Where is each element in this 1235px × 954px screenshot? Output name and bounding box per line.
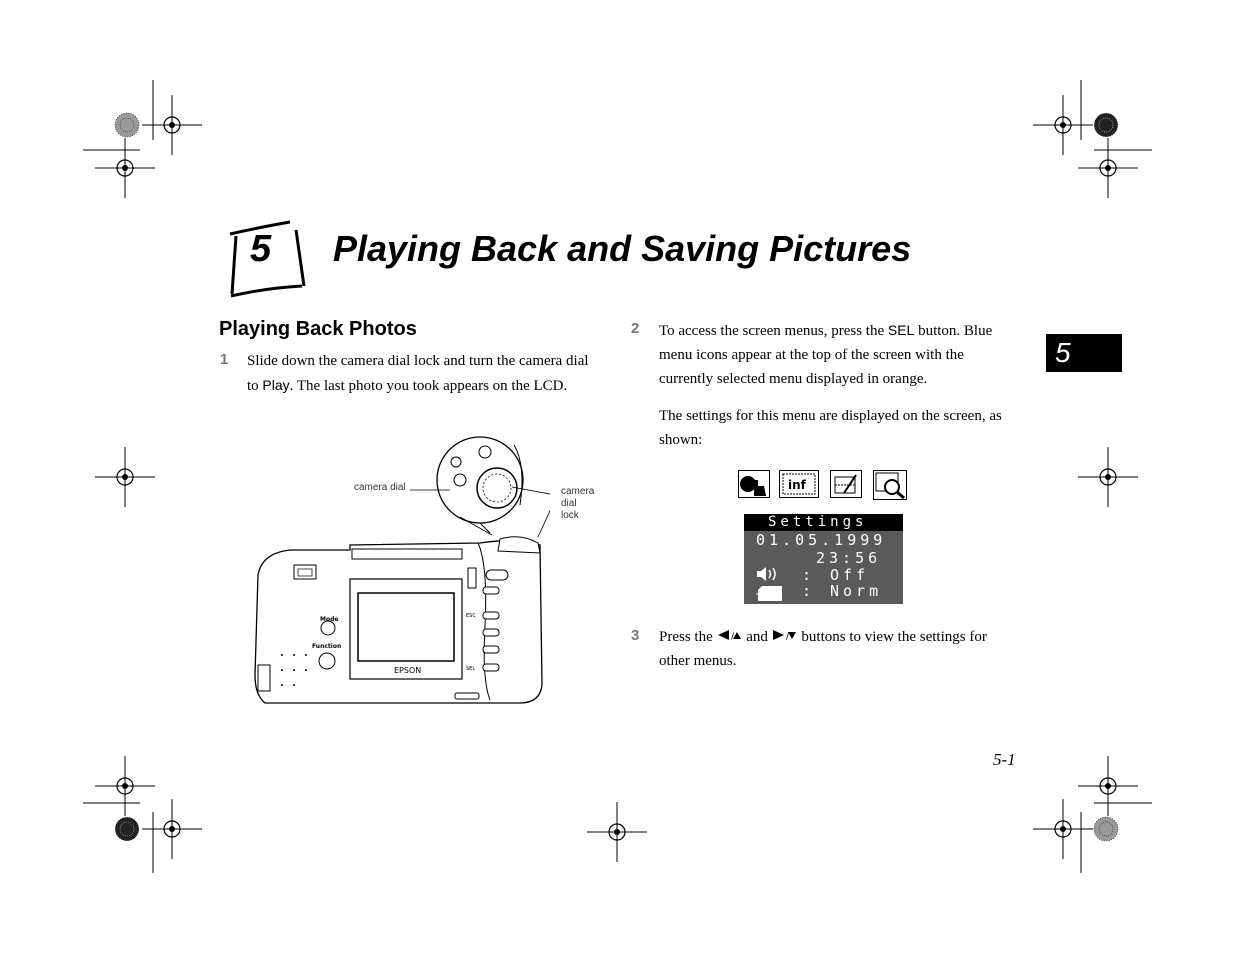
step-2-line-2: menu icons appear at the top of the scre… xyxy=(659,347,964,363)
play-key: Play xyxy=(262,377,290,393)
chapter-tab xyxy=(1046,334,1122,372)
function-label: Function xyxy=(312,643,341,650)
step-1-text: Slide down the camera dial lock and turn… xyxy=(247,349,617,398)
step-3-line-1: Press the / and / buttons to view the se… xyxy=(659,625,1029,649)
sel-key: SEL xyxy=(887,322,915,338)
step-2-line-3: currently selected menu displayed in ora… xyxy=(659,371,928,387)
svg-text:/: / xyxy=(731,632,735,641)
step-number: 1 xyxy=(220,351,229,368)
lcd-header: Settings xyxy=(744,514,903,531)
edit-icon xyxy=(830,470,862,498)
callout-camera-dial: camera dial xyxy=(354,482,406,493)
esc-label: ESC xyxy=(466,613,476,619)
page-number: 5-1 xyxy=(993,750,1016,769)
svg-text:/: / xyxy=(786,632,790,641)
chapter-title: Playing Back and Saving Pictures xyxy=(333,228,912,269)
lcd-sound-separator: : xyxy=(802,566,816,584)
step-1-line-1: Slide down the camera dial lock and turn… xyxy=(247,353,589,369)
callout-camera-dial-lock: camera dial lock xyxy=(561,486,594,522)
chapter-number: 5 xyxy=(250,228,272,270)
brand-label: EPSON xyxy=(394,666,421,675)
info-icon: inf xyxy=(779,470,819,498)
step-3-line-2: other menus. xyxy=(659,653,737,669)
lcd-date: 01.05.1999 xyxy=(756,531,887,549)
step-2-line-1-post: button. Blue xyxy=(914,323,993,339)
chapter-number-frame xyxy=(229,220,306,298)
chapter-tab-number: 5 xyxy=(1055,337,1071,368)
svg-text:inf: inf xyxy=(788,478,807,492)
zoom-icon xyxy=(873,470,907,500)
step-2-para-2-line-2: shown: xyxy=(659,432,703,448)
step-2-text: To access the screen menus, press the SE… xyxy=(659,318,1029,391)
card-icon xyxy=(756,586,782,601)
step-1-line-2-pre: to xyxy=(247,378,263,394)
step-number: 2 xyxy=(631,320,640,337)
callout-lock-line-2: dial xyxy=(561,498,577,509)
step-2-para-2-line-1: The settings for this menu are displayed… xyxy=(659,408,1002,424)
lcd-quality-value: Norm xyxy=(830,582,883,600)
lcd-sound-value: Off xyxy=(830,566,870,584)
sel-label: SEL xyxy=(466,666,475,672)
step-1-line-2: to Play. The last photo you took appears… xyxy=(247,373,617,398)
callout-lock-line-3: lock xyxy=(561,510,579,521)
lcd-screen: 01.05.1999 23:56 : Off : Norm xyxy=(744,531,903,604)
mode-label: Mode xyxy=(320,616,338,623)
left-up-arrow-icon: / xyxy=(717,630,741,642)
right-down-arrow-icon: / xyxy=(772,630,796,642)
step-number: 3 xyxy=(631,627,640,644)
lcd-time: 23:56 xyxy=(816,549,882,567)
camera-hand-icon xyxy=(738,470,770,498)
step-2-line-1: To access the screen menus, press the SE… xyxy=(659,318,1029,343)
step-1-line-2-post: . The last photo you took appears on the… xyxy=(289,378,568,394)
speaker-icon xyxy=(757,567,776,581)
callout-lock-line-1: camera xyxy=(561,486,595,497)
step-3-line-1-pre: Press the xyxy=(659,629,717,645)
step-3-text: Press the / and / buttons to view the se… xyxy=(659,625,1029,673)
section-title: Playing Back Photos xyxy=(219,318,417,340)
camera-illustration: Mode Function EPSON ESC SEL xyxy=(254,436,550,704)
step-3-line-1-post: buttons to view the settings for xyxy=(797,629,987,645)
step-2-line-1-pre: To access the screen menus, press the xyxy=(659,323,888,339)
step-3-line-1-mid: and xyxy=(742,629,772,645)
lcd-quality-separator: : xyxy=(802,582,816,600)
step-2-paragraph-2: The settings for this menu are displayed… xyxy=(659,404,1029,452)
